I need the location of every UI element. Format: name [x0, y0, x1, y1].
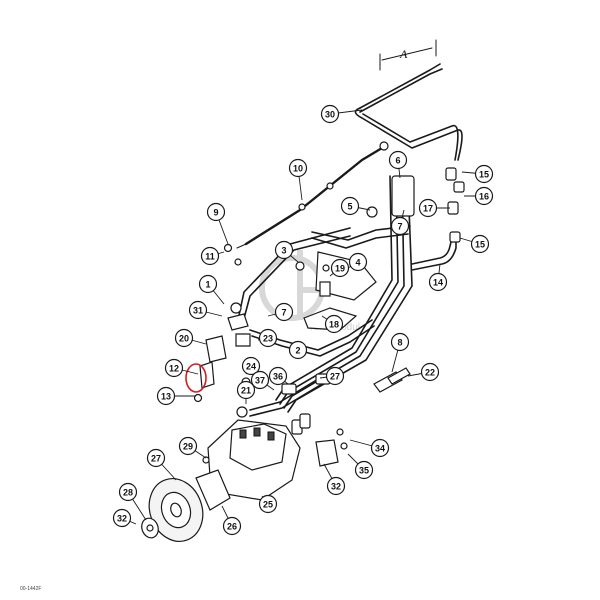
callout-circle: [420, 362, 440, 382]
callout-circle: [428, 272, 448, 292]
callout-number: 12: [169, 364, 179, 374]
callout-number: 31: [193, 306, 203, 316]
callout-number: 2: [295, 346, 300, 356]
callout-number: 5: [347, 202, 352, 212]
callout-circle: [288, 340, 308, 360]
callout-number: 7: [281, 308, 286, 318]
callout-circle: [250, 370, 270, 390]
callout-circle: [274, 240, 294, 260]
callout-number: 34: [375, 444, 385, 454]
callout-circle: [354, 460, 374, 480]
callout-number: 10: [293, 164, 303, 174]
callout-circle: [236, 380, 256, 400]
callout-circle: [370, 438, 390, 458]
fuel-line-22: [373, 367, 411, 393]
fuel-injection-pump: [195, 413, 348, 511]
callout-number: 13: [161, 392, 171, 402]
callout-circle: [112, 508, 132, 528]
callout-number: 18: [329, 320, 339, 330]
callout-number: 32: [331, 482, 341, 492]
callout-circle: [474, 164, 494, 184]
callout-number: 37: [255, 376, 265, 386]
callout-number: 35: [359, 466, 369, 476]
callout-circle: [241, 356, 261, 376]
callout-circle: [198, 274, 218, 294]
callout-circle: [258, 494, 278, 514]
callout-circle: [146, 448, 166, 468]
callout-number: 29: [183, 442, 193, 452]
callout-number: 6: [395, 156, 400, 166]
callout-circle: [474, 186, 494, 206]
callout-number: 16: [479, 192, 489, 202]
callout-circle: [470, 234, 490, 254]
callout-circle: [118, 482, 138, 502]
callout-circle: [340, 196, 360, 216]
callout-circle: [390, 332, 410, 352]
callout-circle: [268, 366, 288, 386]
callout-circle: [418, 198, 438, 218]
figure-code: 00-1442F: [20, 586, 41, 592]
callout-number: 21: [241, 386, 251, 396]
callout-circle: [188, 300, 208, 320]
callout-circle: [325, 366, 345, 386]
callout-number: 20: [179, 334, 189, 344]
callout-number: 23: [263, 334, 273, 344]
callout-circle: [258, 328, 278, 348]
callout-number: 24: [246, 362, 256, 372]
callout-circle: [390, 216, 410, 236]
callout-circle: [164, 358, 184, 378]
callout-number: 27: [151, 454, 161, 464]
callout-circle: [178, 436, 198, 456]
callout-circle: [206, 202, 226, 222]
callout-number: 8: [397, 338, 402, 348]
callout-number: 7: [397, 222, 402, 232]
callout-number: 28: [123, 488, 133, 498]
callout-number: 36: [273, 372, 283, 382]
callout-number: 22: [425, 368, 435, 378]
callout-number: 19: [335, 264, 345, 274]
callout-number: 15: [475, 240, 485, 250]
callout-number: 26: [227, 522, 237, 532]
callout-circle: [388, 150, 408, 170]
callout-number: 4: [355, 258, 360, 268]
callout-circle: [222, 516, 242, 536]
pump-drive-gear: [141, 478, 204, 542]
callout-circle: [274, 302, 294, 322]
callout-number: 14: [433, 278, 443, 288]
callout-number: 27: [330, 372, 340, 382]
callout-number: 11: [205, 252, 215, 262]
callout-number: 3: [281, 246, 286, 256]
callout-circle: [324, 314, 344, 334]
callout-circle: [156, 386, 176, 406]
highlight-ring: [185, 363, 207, 393]
callout-number: 17: [423, 204, 433, 214]
fuel-filter-fittings: [185, 243, 331, 418]
callout-circle: [288, 158, 308, 178]
callout-circle: [320, 104, 340, 124]
callout-circle: [174, 328, 194, 348]
callout-number: 32: [117, 514, 127, 524]
callout-number: 25: [263, 500, 273, 510]
dimension-a-label: A: [399, 47, 408, 61]
callout-circle: [348, 252, 368, 272]
callout-circle: [326, 476, 346, 496]
leak-off-lines: A: [236, 39, 463, 249]
callout-circle: [200, 246, 220, 266]
callout-number: 30: [325, 110, 335, 120]
callout-number: 9: [213, 208, 218, 218]
callout-number: 1: [205, 280, 210, 290]
callout-number: 15: [479, 170, 489, 180]
